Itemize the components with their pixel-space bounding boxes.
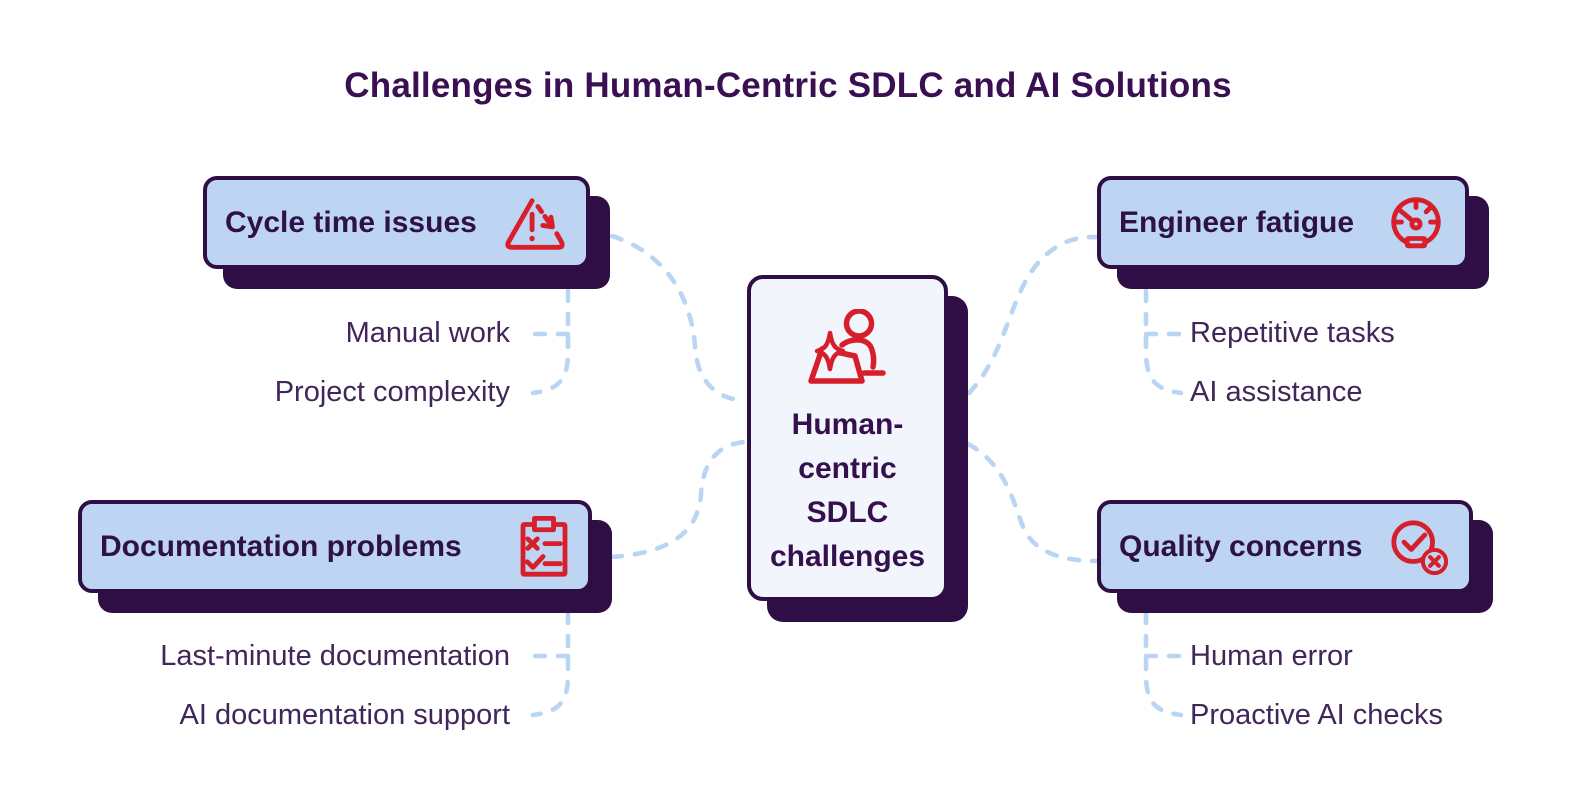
central-label-line: SDLC <box>806 496 889 529</box>
page-title: Challenges in Human-Centric SDLC and AI … <box>344 66 1232 105</box>
branch-box-documentation-problems: Documentation problems <box>78 500 592 593</box>
branch-box-quality-concerns: Quality concerns <box>1097 500 1473 593</box>
leaf-item: AI assistance <box>1190 376 1363 408</box>
leaf-item: Proactive AI checks <box>1190 699 1444 731</box>
warning-triangle-icon <box>502 193 568 253</box>
person-at-laptop-icon <box>806 309 890 389</box>
gauge-icon <box>1385 192 1447 254</box>
branch-label: Quality concerns <box>1119 529 1363 563</box>
check-cross-icon <box>1387 517 1451 577</box>
branch-box-engineer-fatigue: Engineer fatigue <box>1097 176 1469 269</box>
central-node-label: Human- centric SDLC challenges <box>770 403 925 579</box>
leaf-item: Repetitive tasks <box>1190 317 1395 349</box>
branch-label: Documentation problems <box>100 529 462 563</box>
branch-label: Engineer fatigue <box>1119 205 1355 239</box>
central-label-line: centric <box>798 452 897 485</box>
central-node: Human- centric SDLC challenges <box>747 275 948 601</box>
leaf-item: Project complexity <box>274 376 510 408</box>
leaf-item: Manual work <box>345 317 510 349</box>
branch-label: Cycle time issues <box>225 205 477 239</box>
central-label-line: Human- <box>791 408 904 441</box>
leaf-item: Last-minute documentation <box>160 640 510 672</box>
checklist-icon <box>518 515 570 578</box>
branch-box-cycle-time-issues: Cycle time issues <box>203 176 590 269</box>
leaf-item: Human error <box>1190 640 1353 672</box>
leaf-item: AI documentation support <box>179 699 510 731</box>
central-label-line: challenges <box>769 540 926 573</box>
